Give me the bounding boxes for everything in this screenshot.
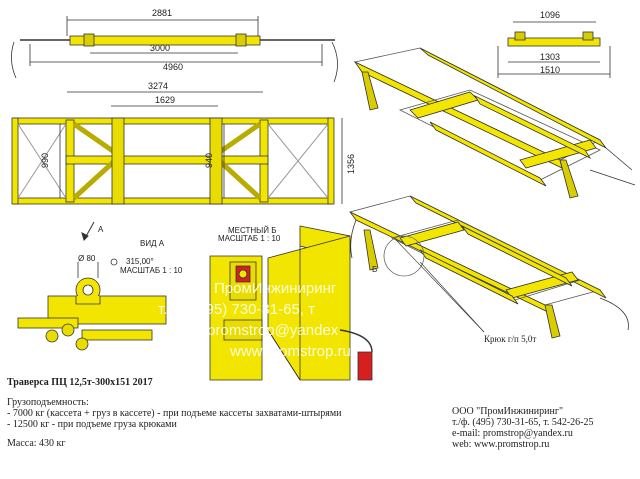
hook-leader-1 — [419, 261, 485, 333]
local-b-title: МЕСТНЫЙ Б — [228, 226, 276, 235]
scale-b: МАСШТАБ 1 : 10 — [218, 234, 281, 243]
company-email: e-mail: promstrop@yandex.ru — [452, 428, 573, 439]
dim-940: 940 — [204, 153, 214, 168]
iso-view-top — [353, 47, 636, 199]
dim-2881: 2881 — [152, 8, 172, 18]
view-a-detail — [17, 258, 167, 351]
mass-label: Масса: 430 кг — [7, 438, 66, 449]
company-web: web: www.promstrop.ru — [452, 439, 550, 450]
dim-1303: 1303 — [540, 52, 560, 62]
dim-1510: 1510 — [540, 65, 560, 75]
capacity-heading: Грузоподъемность: — [7, 397, 89, 408]
hook-leader-2 — [395, 239, 485, 333]
left-sling — [11, 41, 17, 79]
watermark-line4: www.promstrop.ru — [229, 343, 351, 360]
scale-a: МАСШТАБ 1 : 10 — [120, 266, 183, 275]
end-view — [497, 21, 611, 78]
capacity-line-1: - 7000 кг (кассета + груз в кассете) - п… — [7, 408, 342, 419]
angle-label: 315,00° — [126, 257, 154, 266]
watermark-line1: ПромИнжиниринг — [214, 280, 337, 297]
dim-3274: 3274 — [148, 81, 168, 91]
top-side-view — [11, 16, 338, 83]
right-sling — [331, 41, 338, 83]
view-a-title: ВИД А — [140, 239, 165, 248]
detail-b-circle — [383, 235, 425, 277]
company-phone: т./ф. (495) 730-31-65, т. 542-26-25 — [452, 417, 594, 428]
drawing-title: Траверса ПЦ 12,5т-300х151 2017 — [7, 377, 153, 388]
dim-990: 990 — [40, 153, 50, 168]
dim-1629: 1629 — [155, 95, 175, 105]
hook-label: Крюк г/п 5,0т — [484, 334, 536, 344]
local-detail-b — [209, 225, 373, 381]
dim-3000: 3000 — [150, 43, 170, 53]
watermark-line3: e-mail: promstrop@yandex — [158, 322, 339, 339]
plan-view — [11, 91, 343, 205]
dim-4960: 4960 — [163, 62, 183, 72]
diameter-label: Ø 80 — [78, 254, 96, 263]
view-arrow-a — [81, 221, 95, 241]
iso-view-bottom — [348, 195, 629, 339]
dim-1356: 1356 — [346, 154, 356, 174]
marker-b: Б — [372, 265, 377, 274]
capacity-line-2: - 12500 кг - при подъеме груза крюками — [7, 419, 177, 430]
arrow-a-label: A — [98, 225, 104, 234]
dim-1096: 1096 — [540, 10, 560, 20]
watermark-line2: т./ф. (495) 730-31-65, т — [158, 301, 315, 318]
company-name: ООО "ПромИнжиниринг" — [452, 406, 564, 417]
